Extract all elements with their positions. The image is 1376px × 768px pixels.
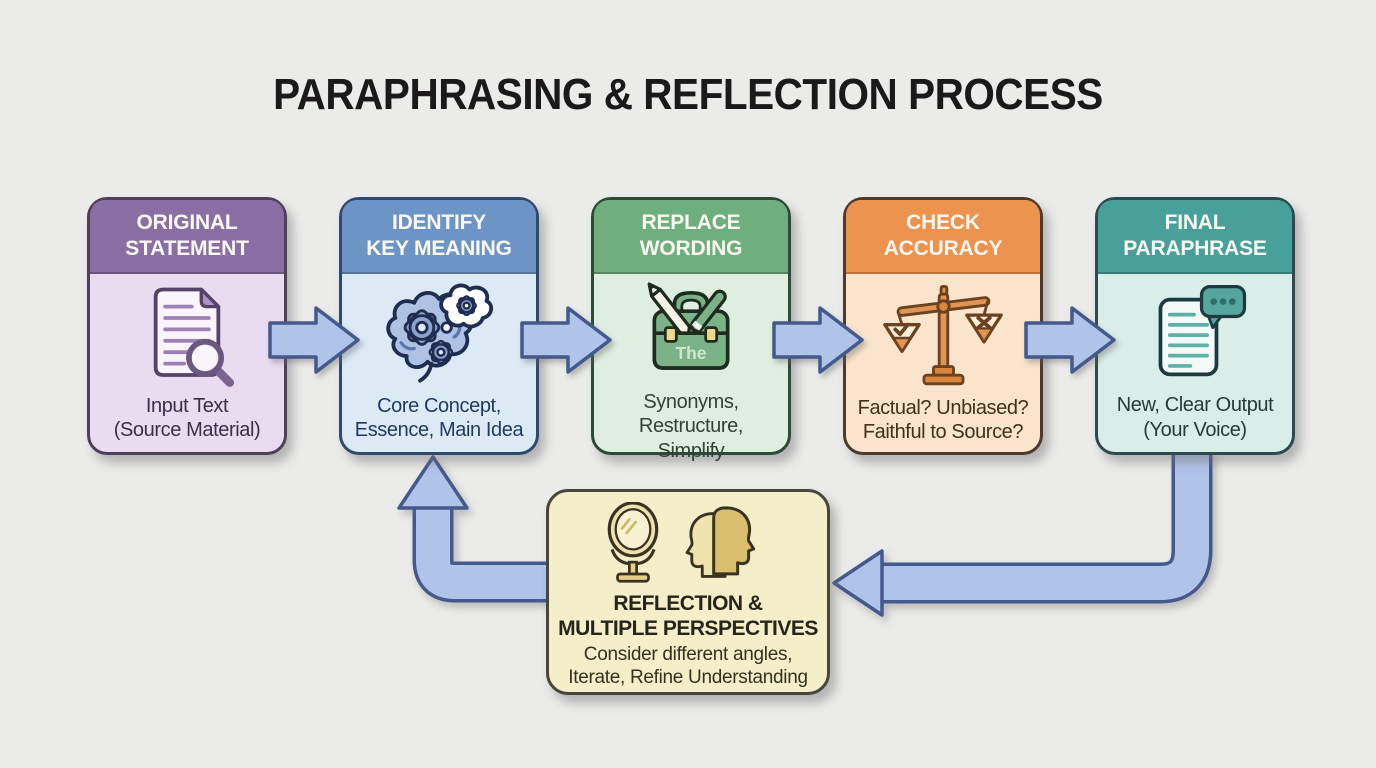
step-body: Core Concept, Essence, Main Idea — [342, 274, 536, 453]
mirror-icon — [607, 502, 659, 583]
step-header-line: FINAL — [1164, 211, 1226, 235]
step-body: The Synonyms, Restructure, Simplify — [594, 274, 788, 473]
balance-scale-icon — [881, 280, 1005, 396]
caption-line: Input Text — [145, 395, 229, 417]
caption-line: Synonyms, — [643, 391, 739, 413]
caption-line: Factual? Unbiased? — [857, 397, 1029, 419]
toolbox-label: The — [676, 343, 707, 363]
dual-profiles-icon — [685, 506, 756, 578]
step-header: IDENTIFY KEY MEANING — [342, 200, 536, 274]
step-caption: New, Clear Output (Your Voice) — [1117, 393, 1274, 442]
toolbox-icon: The — [630, 280, 752, 390]
step-caption: Core Concept, Essence, Main Idea — [354, 394, 524, 443]
up-arrowhead-icon — [397, 455, 469, 510]
reflection-icons — [601, 500, 775, 584]
step-header-line: STATEMENT — [125, 237, 249, 260]
step-body: Factual? Unbiased? Faithful to Source? — [846, 274, 1040, 455]
step-header-line: REPLACE — [641, 211, 741, 235]
reflection-caption: Consider different angles, Iterate, Refi… — [568, 644, 808, 690]
caption-line: Simplify — [657, 439, 725, 462]
heading-line: MULTIPLE PERSPECTIVES — [558, 617, 818, 641]
step-card-original-statement: ORIGINAL STATEMENT Input Text — [87, 197, 287, 455]
caption-line: Iterate, Refine Understanding — [568, 667, 808, 689]
step-header-line: ORIGINAL — [136, 211, 238, 235]
step-caption: Synonyms, Restructure, Simplify — [638, 390, 744, 463]
step-header-line: IDENTIFY — [391, 211, 487, 235]
step-header-line: WORDING — [639, 237, 743, 260]
step-header-line: CHECK — [906, 211, 980, 235]
step-caption: Input Text (Source Material) — [114, 394, 261, 443]
step-body: Input Text (Source Material) — [90, 274, 284, 453]
caption-line: Core Concept, — [377, 395, 501, 417]
step-card-replace-wording: REPLACE WORDING — [591, 197, 791, 462]
reflection-box: REFLECTION & MULTIPLE PERSPECTIVES Consi… — [546, 489, 830, 695]
brain-gears-icon — [372, 280, 506, 394]
heading-line: REFLECTION & — [613, 592, 763, 615]
caption-line: Restructure, — [638, 415, 744, 438]
step-header: ORIGINAL STATEMENT — [90, 200, 284, 274]
feedback-arrow-right — [832, 451, 1213, 617]
caption-line: Essence, Main Idea — [354, 419, 524, 442]
step-card-check-accuracy: CHECK ACCURACY — [843, 197, 1043, 455]
step-card-identify-key-meaning: IDENTIFY KEY MEANING — [339, 197, 539, 455]
step-header-line: ACCURACY — [883, 237, 1003, 260]
step-body: New, Clear Output (Your Voice) — [1098, 274, 1292, 452]
step-header-line: KEY MEANING — [366, 237, 512, 260]
left-arrowhead-icon — [832, 549, 884, 617]
step-header: REPLACE WORDING — [594, 200, 788, 274]
step-card-final-paraphrase: FINAL PARAPHRASE — [1095, 197, 1295, 455]
caption-line: (Your Voice) — [1143, 418, 1247, 441]
reflection-heading: REFLECTION & MULTIPLE PERSPECTIVES — [558, 591, 818, 641]
step-header: FINAL PARAPHRASE — [1098, 200, 1292, 274]
caption-line: Consider different angles, — [583, 644, 793, 666]
step-header-line: PARAPHRASE — [1123, 237, 1267, 260]
step-caption: Factual? Unbiased? Faithful to Source? — [858, 396, 1029, 445]
caption-line: (Source Material) — [113, 419, 261, 442]
caption-line: Faithful to Source? — [862, 421, 1024, 444]
page-title: PARAPHRASING & REFLECTION PROCESS — [273, 70, 1103, 119]
document-speech-icon — [1133, 280, 1257, 393]
feedback-arrow-left — [397, 455, 548, 603]
step-header: CHECK ACCURACY — [846, 200, 1040, 274]
document-magnifier-icon — [125, 280, 249, 394]
caption-line: New, Clear Output — [1116, 394, 1274, 417]
